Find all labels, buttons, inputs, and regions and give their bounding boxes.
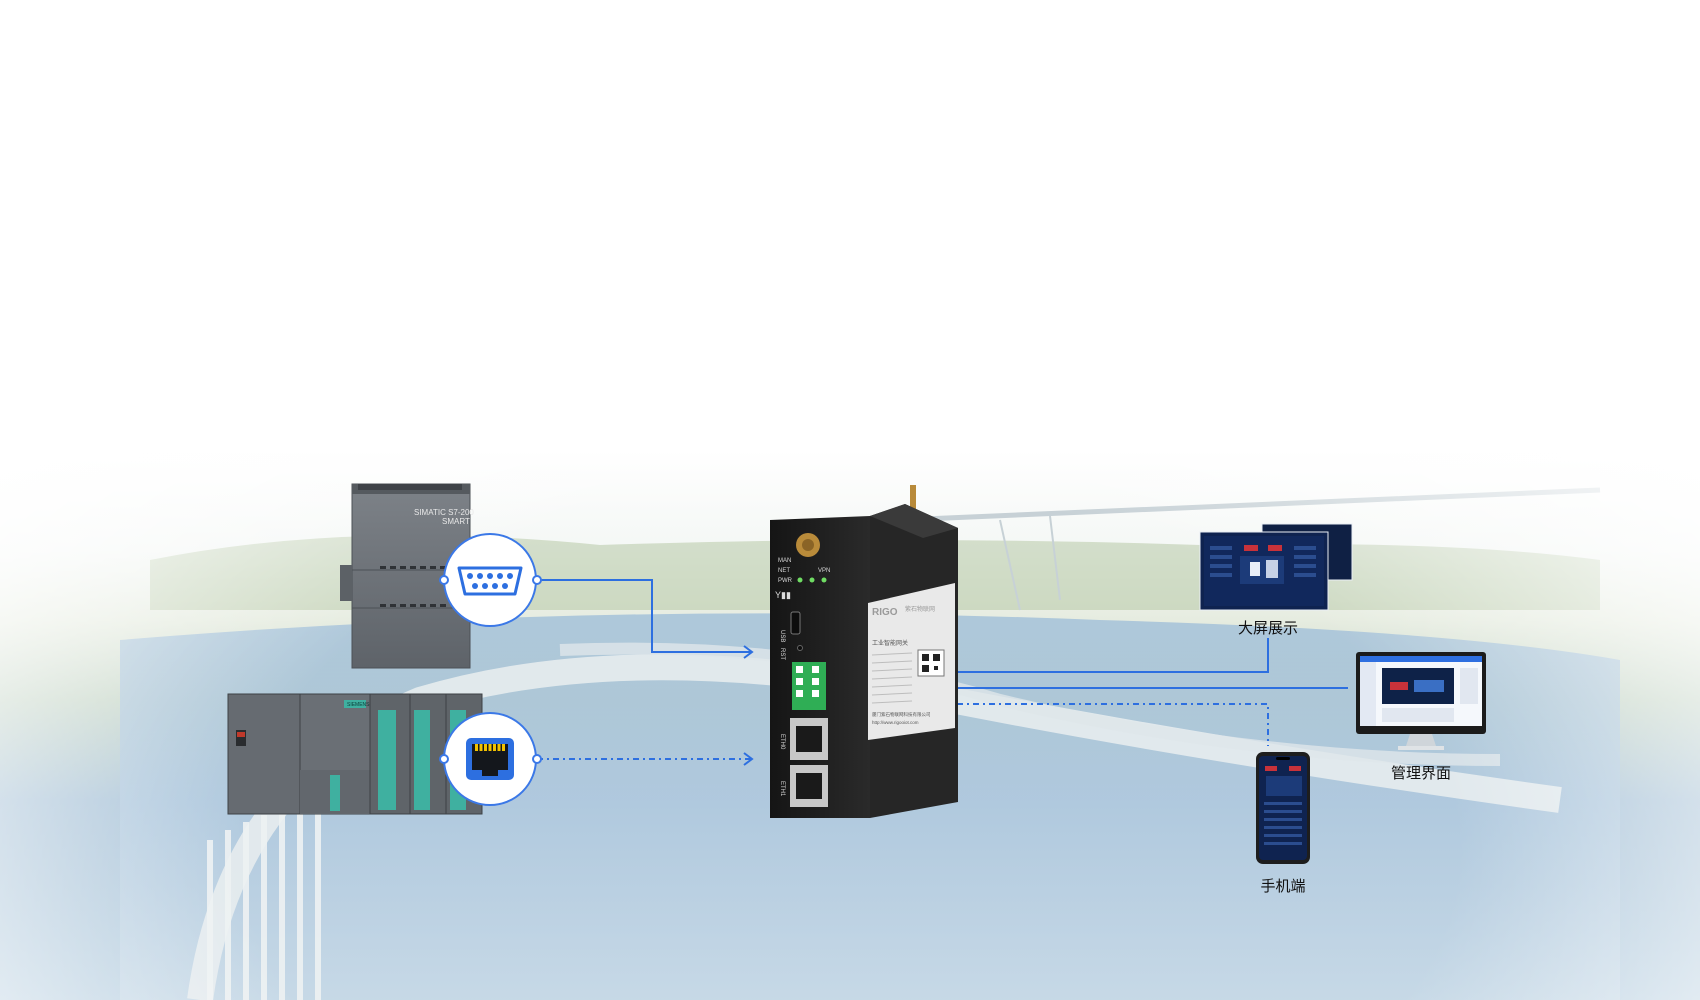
port-label-eth1: ETH1 — [779, 781, 785, 797]
iot-gateway-device: MAN NET PWR VPN Y▮▮ USB RST ETH0 ETH1 RI… — [770, 485, 958, 818]
led-label-net: NET — [778, 568, 790, 574]
connection-lines — [537, 579, 1348, 766]
plc-s7-300: SIEMENS — [227, 693, 483, 815]
ethernet-link-arrow — [743, 752, 754, 766]
status-leds — [797, 577, 827, 583]
big-screen-label: 大屏展示 — [1237, 619, 1298, 637]
plc-model-text: SIMATIC S7-200 — [414, 508, 474, 517]
led-label-vpn: VPN — [818, 568, 830, 574]
panel-title-text: 工业智能网关 — [872, 639, 908, 647]
brand-cn-text: 紫石物联网 — [905, 605, 935, 613]
brand-logo-text: RIGO — [872, 607, 898, 618]
serial-connector-badge — [439, 533, 542, 627]
management-monitor — [1356, 652, 1486, 750]
qr-code — [917, 649, 945, 677]
usb-port — [790, 611, 801, 635]
mobile-link-line — [957, 703, 1269, 746]
plc-brand-text: SIEMENS — [347, 702, 370, 708]
led-label-pwr: PWR — [778, 578, 793, 584]
big-screen-display — [1199, 523, 1353, 611]
ethernet-connector-badge — [439, 712, 542, 806]
led-label-man: MAN — [778, 558, 791, 564]
mobile-phone — [1256, 752, 1310, 864]
serial-db9-icon — [457, 566, 523, 596]
signal-icon: Y▮▮ — [775, 590, 791, 600]
reset-button — [797, 645, 803, 651]
rj45-icon — [466, 738, 514, 780]
management-label: 管理界面 — [1390, 764, 1451, 782]
mobile-label: 手机端 — [1260, 877, 1306, 895]
big-screen-link-line — [957, 638, 1269, 673]
plc-model-subtext: SMART — [442, 517, 470, 526]
company-text: 厦门紫石物联网科技有限公司 — [872, 711, 931, 718]
port-label-usb: USB — [779, 630, 785, 642]
serial-link-arrow — [743, 645, 754, 659]
website-text: http://www.rigooiot.com — [872, 720, 919, 725]
port-label-eth0: ETH0 — [779, 734, 785, 750]
port-label-rst: RST — [779, 648, 785, 660]
serial-link-line — [537, 579, 752, 653]
